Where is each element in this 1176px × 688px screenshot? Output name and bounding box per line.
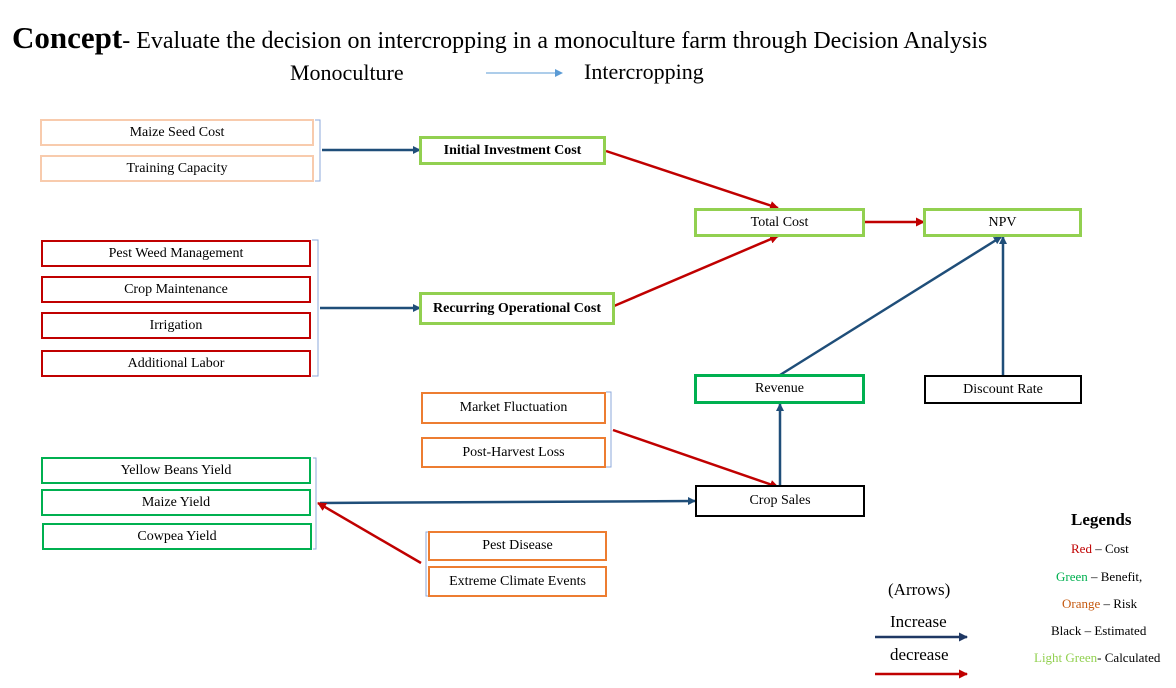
- legend-desc-risk: – Risk: [1100, 596, 1138, 611]
- arrow-market-risk-to-crop-sales: [612, 428, 779, 489]
- node-recurring-operational-cost: Recurring Operational Cost: [419, 292, 615, 325]
- bracket-investment-inputs: [315, 119, 321, 182]
- node-training-capacity: Training Capacity: [40, 155, 314, 182]
- node-crop-sales: Crop Sales: [695, 485, 865, 517]
- arrow-yields-to-crop-sales: [319, 497, 696, 506]
- node-maize-yield: Maize Yield: [41, 489, 311, 516]
- arrow-climate-risk-to-yields: [317, 501, 422, 565]
- legend-term-estimated: Black: [1051, 623, 1082, 638]
- node-yellow-beans-yield: Yellow Beans Yield: [41, 457, 311, 484]
- legend-term-benefit: Green: [1056, 569, 1088, 584]
- node-npv: NPV: [923, 208, 1082, 237]
- node-revenue: Revenue: [694, 374, 865, 404]
- arrow-initial-investment-to-total-cost: [605, 149, 779, 210]
- legend-title: Legends: [1071, 510, 1132, 529]
- node-discount-rate: Discount Rate: [924, 375, 1082, 404]
- legend-term-risk: Orange: [1062, 596, 1101, 611]
- node-total-cost: Total Cost: [694, 208, 865, 237]
- subtitle-to: Intercropping: [584, 59, 704, 84]
- node-extreme-climate-events: Extreme Climate Events: [428, 566, 607, 597]
- arrow-recurring-cost-to-total-cost: [613, 234, 779, 308]
- legend-desc-cost: – Cost: [1091, 541, 1129, 556]
- legend-item-cost: Red – Cost: [1071, 541, 1129, 557]
- title-bold: Concept: [12, 20, 123, 55]
- bracket-yields: [313, 457, 317, 550]
- bracket-operational-inputs: [312, 239, 319, 377]
- legend-item-estimated: Black – Estimated: [1051, 623, 1146, 639]
- legend-item-risk: Orange – Risk: [1062, 596, 1137, 612]
- arrow-key-decrease-label: decrease: [890, 645, 949, 664]
- arrow-key-heading: (Arrows): [888, 580, 951, 599]
- legend-desc-estimated: – Estimated: [1081, 623, 1147, 638]
- legend-desc-calculated: - Calculated: [1097, 650, 1161, 665]
- node-crop-maintenance: Crop Maintenance: [41, 276, 311, 303]
- title-rest: - Evaluate the decision on intercropping…: [122, 28, 988, 54]
- arrow-revenue-to-npv: [779, 235, 1002, 377]
- bracket-risk-market: [606, 391, 612, 468]
- node-pest-weed-management: Pest Weed Management: [41, 240, 311, 267]
- node-initial-investment-cost: Initial Investment Cost: [419, 136, 606, 165]
- legend-term-cost: Red: [1071, 541, 1092, 556]
- node-additional-labor: Additional Labor: [41, 350, 311, 377]
- node-irrigation: Irrigation: [41, 312, 311, 339]
- legend-desc-benefit: – Benefit,: [1087, 569, 1143, 584]
- legend-item-calculated: Light Green- Calculated: [1034, 650, 1160, 666]
- legend-item-benefit: Green – Benefit,: [1056, 569, 1142, 585]
- node-pest-disease: Pest Disease: [428, 531, 607, 561]
- legend-term-calculated: Light Green: [1034, 650, 1098, 665]
- subtitle-from: Monoculture: [290, 60, 404, 85]
- arrow-key-increase-label: Increase: [890, 612, 947, 631]
- node-maize-seed-cost: Maize Seed Cost: [40, 119, 314, 146]
- node-post-harvest-loss: Post-Harvest Loss: [421, 437, 606, 468]
- page-title: Concept- Evaluate the decision on interc…: [12, 20, 987, 56]
- node-cowpea-yield: Cowpea Yield: [42, 523, 312, 550]
- node-market-fluctuation: Market Fluctuation: [421, 392, 606, 424]
